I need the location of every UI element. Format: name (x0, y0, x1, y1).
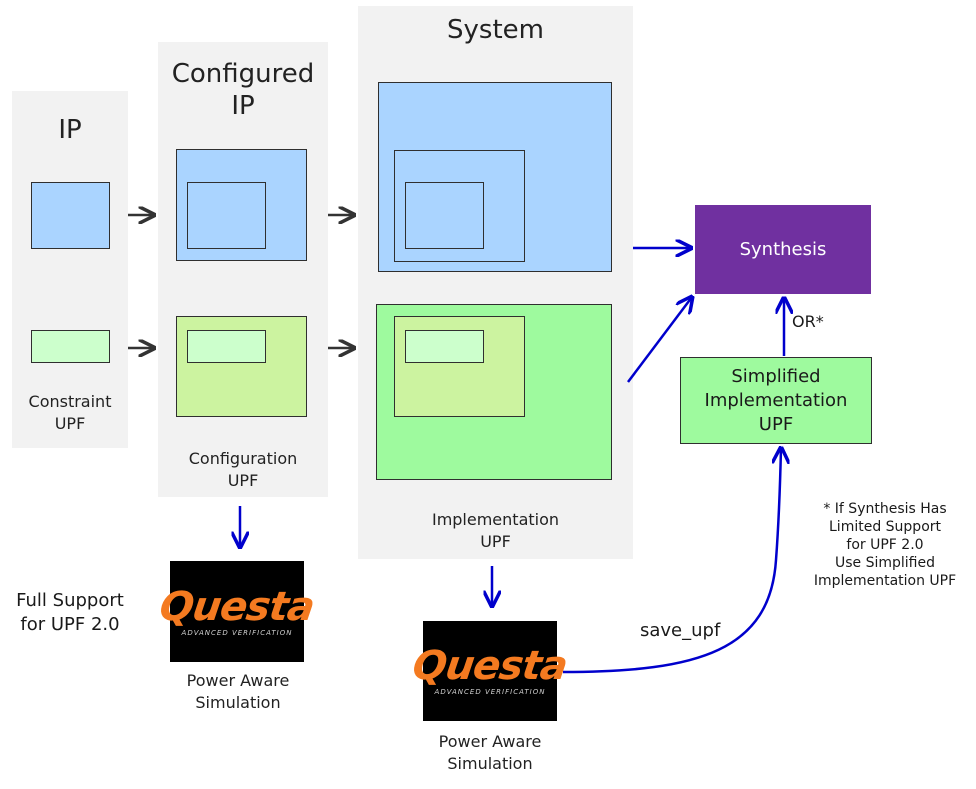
configured-ip-panel (158, 42, 328, 497)
simulation-caption-2: Power Aware Simulation (438, 732, 542, 773)
configured-constraint-inner-box (187, 330, 266, 363)
questa-logo-2-tagline: ADVANCED VERIFICATION (434, 688, 546, 696)
ip-title: IP (58, 115, 82, 145)
system-caption: Implementation UPF (431, 510, 560, 551)
ip-panel (12, 91, 128, 448)
questa-logo-2: Questa ADVANCED VERIFICATION (410, 621, 570, 721)
arrow-save-upf (562, 448, 781, 674)
system-power-inner-box (405, 182, 484, 249)
or-label: OR* (792, 312, 824, 331)
ip-constraint-box (31, 330, 110, 363)
simulation-caption-1: Power Aware Simulation (186, 671, 290, 712)
full-support-label: Full Support for UPF 2.0 (16, 590, 124, 635)
save-upf-label: save_upf (640, 620, 721, 641)
system-constraint-inner-box (405, 330, 484, 363)
questa-logo-1-tagline: ADVANCED VERIFICATION (181, 628, 293, 637)
configured-ip-caption: Configuration UPF (188, 449, 298, 490)
configured-ip-title: Configured IP (171, 59, 315, 121)
synthesis-box: Synthesis (695, 205, 871, 294)
ip-power-box (31, 182, 110, 249)
questa-logo-1: Questa ADVANCED VERIFICATION (157, 561, 317, 662)
synthesis-label: Synthesis (739, 239, 827, 260)
simplified-upf-box: Simplified Implementation UPF (680, 357, 872, 444)
simplified-upf-label: Simplified Implementation UPF (704, 365, 848, 435)
arrow-implementation-to-synthesis (627, 297, 692, 383)
configured-power-inner-box (187, 182, 266, 249)
ip-caption: Constraint UPF (28, 392, 112, 433)
footnote: * If Synthesis Has Limited Support for U… (813, 501, 957, 589)
system-title: System (447, 15, 544, 45)
